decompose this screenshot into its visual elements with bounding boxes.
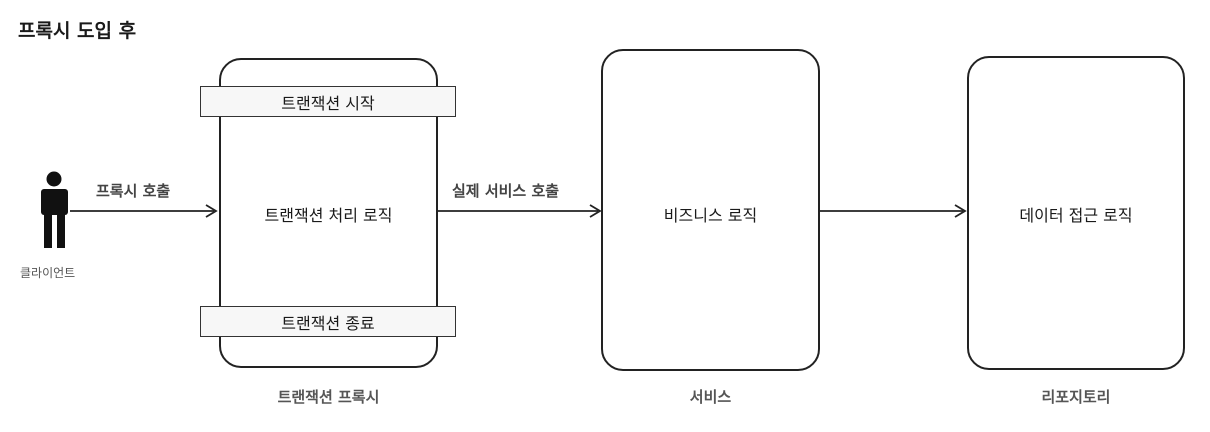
page-title: 프록시 도입 후 [18,20,137,42]
repository-box [967,56,1185,370]
client-label: 클라이언트 [20,266,76,280]
repository-logic-label: 데이터 접근 로직 [1019,206,1133,225]
service-logic-label: 비즈니스 로직 [663,206,758,225]
proxy-caption: 트랜잭션 프록시 [277,388,380,406]
transaction-start-bar: 트랜잭션 시작 [200,86,456,117]
arrow-service-call [438,204,602,218]
transaction-end-bar: 트랜잭션 종료 [200,306,456,337]
proxy-logic-label: 트랜잭션 처리 로직 [264,206,393,225]
arrow-proxy-call [70,204,218,218]
arrow-repository-call [820,204,967,218]
service-caption: 서비스 [689,388,732,406]
repository-caption: 리포지토리 [1041,388,1111,406]
service-box [601,49,820,371]
proxy-call-label: 프록시 호출 [96,182,171,200]
person-icon [41,171,68,248]
service-call-label: 실제 서비스 호출 [452,182,560,200]
